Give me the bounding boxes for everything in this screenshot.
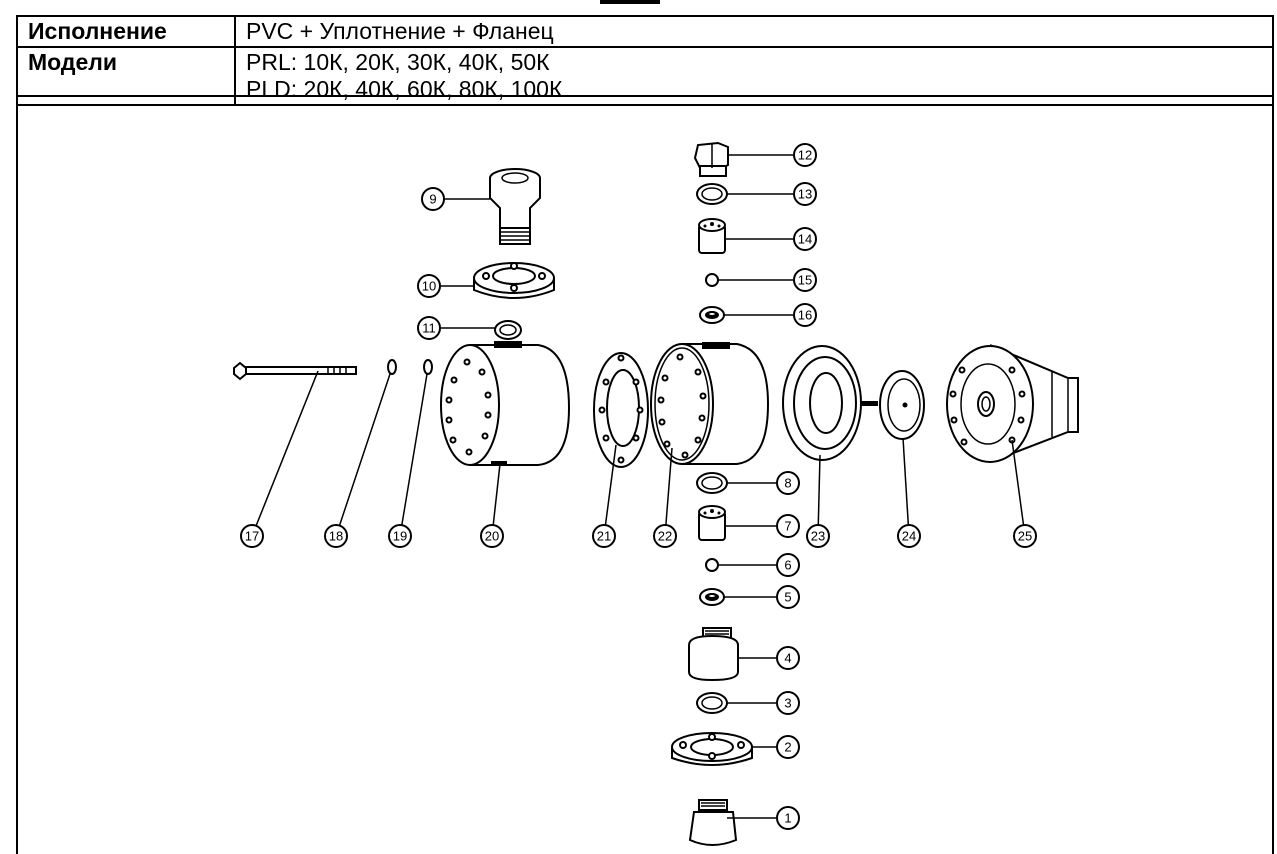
part-16-seat bbox=[699, 306, 725, 324]
part-1-connector bbox=[688, 799, 738, 846]
callout-8: 8 bbox=[776, 471, 800, 495]
part-24-plate bbox=[879, 370, 925, 440]
part-25-housing bbox=[946, 344, 1079, 463]
part-17-bolt bbox=[233, 361, 357, 381]
callout-12: 12 bbox=[793, 143, 817, 167]
header-rule bbox=[600, 0, 660, 4]
callout-19: 19 bbox=[388, 524, 412, 548]
leader-lines bbox=[251, 154, 1026, 819]
callout-22: 22 bbox=[653, 524, 677, 548]
svg-text:10: 10 bbox=[422, 279, 436, 294]
callout-3: 3 bbox=[776, 691, 800, 715]
callout-17: 17 bbox=[240, 524, 264, 548]
svg-text:18: 18 bbox=[329, 529, 343, 544]
callout-2: 2 bbox=[776, 735, 800, 759]
svg-text:1: 1 bbox=[784, 811, 791, 826]
callout-15: 15 bbox=[793, 268, 817, 292]
callout-13: 13 bbox=[793, 182, 817, 206]
svg-text:24: 24 bbox=[902, 529, 916, 544]
svg-text:9: 9 bbox=[429, 192, 436, 207]
callout-24: 24 bbox=[897, 524, 921, 548]
svg-text:12: 12 bbox=[798, 148, 812, 163]
svg-text:22: 22 bbox=[658, 529, 672, 544]
svg-text:25: 25 bbox=[1018, 529, 1032, 544]
svg-text:15: 15 bbox=[798, 273, 812, 288]
svg-text:16: 16 bbox=[798, 308, 812, 323]
svg-text:17: 17 bbox=[245, 529, 259, 544]
svg-text:20: 20 bbox=[485, 529, 499, 544]
part-19-nut bbox=[423, 359, 433, 375]
svg-text:14: 14 bbox=[798, 232, 812, 247]
svg-text:13: 13 bbox=[798, 187, 812, 202]
svg-text:21: 21 bbox=[597, 529, 611, 544]
callout-7: 7 bbox=[776, 514, 800, 538]
callout-21: 21 bbox=[592, 524, 616, 548]
part-13-ring bbox=[696, 183, 728, 205]
part-20-chamber bbox=[440, 341, 571, 466]
callout-25: 25 bbox=[1013, 524, 1037, 548]
callout-1: 1 bbox=[776, 806, 800, 830]
exploded-diagram-frame bbox=[16, 95, 1274, 854]
svg-text:6: 6 bbox=[784, 558, 791, 573]
part-15-ball bbox=[705, 273, 719, 287]
callout-14: 14 bbox=[793, 227, 817, 251]
callout-6: 6 bbox=[776, 553, 800, 577]
part-5-seat bbox=[699, 588, 725, 606]
callout-20: 20 bbox=[480, 524, 504, 548]
svg-text:3: 3 bbox=[784, 696, 791, 711]
part-9-connector bbox=[489, 168, 541, 245]
part-21-gasket bbox=[593, 352, 649, 468]
callout-10: 10 bbox=[417, 274, 441, 298]
part-7-valve-body bbox=[698, 505, 726, 541]
spec-value-execution: PVC + Уплотнение + Фланец bbox=[234, 15, 1274, 48]
part-11-ring bbox=[494, 320, 522, 340]
part-8-ring bbox=[696, 472, 728, 494]
table-row: Исполнение PVC + Уплотнение + Фланец bbox=[16, 15, 1274, 48]
models-pld: PLD: 20К, 40К, 60К, 80К, 100К bbox=[246, 76, 563, 102]
spec-key-execution: Исполнение bbox=[16, 15, 236, 48]
callout-18: 18 bbox=[324, 524, 348, 548]
svg-text:5: 5 bbox=[784, 590, 791, 605]
part-23-diaphragm bbox=[782, 345, 878, 461]
part-14-valve-body bbox=[698, 218, 726, 254]
part-3-ring bbox=[696, 692, 728, 714]
svg-text:19: 19 bbox=[393, 529, 407, 544]
part-2-flange bbox=[671, 732, 753, 766]
callout-9: 9 bbox=[421, 187, 445, 211]
svg-text:7: 7 bbox=[784, 519, 791, 534]
callout-5: 5 bbox=[776, 585, 800, 609]
callout-16: 16 bbox=[793, 303, 817, 327]
part-10-flange bbox=[473, 262, 555, 299]
callout-23: 23 bbox=[806, 524, 830, 548]
svg-text:8: 8 bbox=[784, 476, 791, 491]
part-4-connector bbox=[688, 627, 739, 682]
svg-text:23: 23 bbox=[811, 529, 825, 544]
svg-text:2: 2 bbox=[784, 740, 791, 755]
part-6-ball bbox=[705, 558, 719, 572]
part-18-washer bbox=[387, 359, 397, 375]
callout-4: 4 bbox=[776, 646, 800, 670]
part-12-cap bbox=[693, 141, 729, 177]
part-22-chamber bbox=[650, 342, 770, 465]
callout-11: 11 bbox=[417, 316, 441, 340]
models-prl: PRL: 10К, 20К, 30К, 40К, 50К bbox=[246, 49, 550, 75]
svg-text:11: 11 bbox=[422, 321, 436, 336]
svg-text:4: 4 bbox=[784, 651, 791, 666]
